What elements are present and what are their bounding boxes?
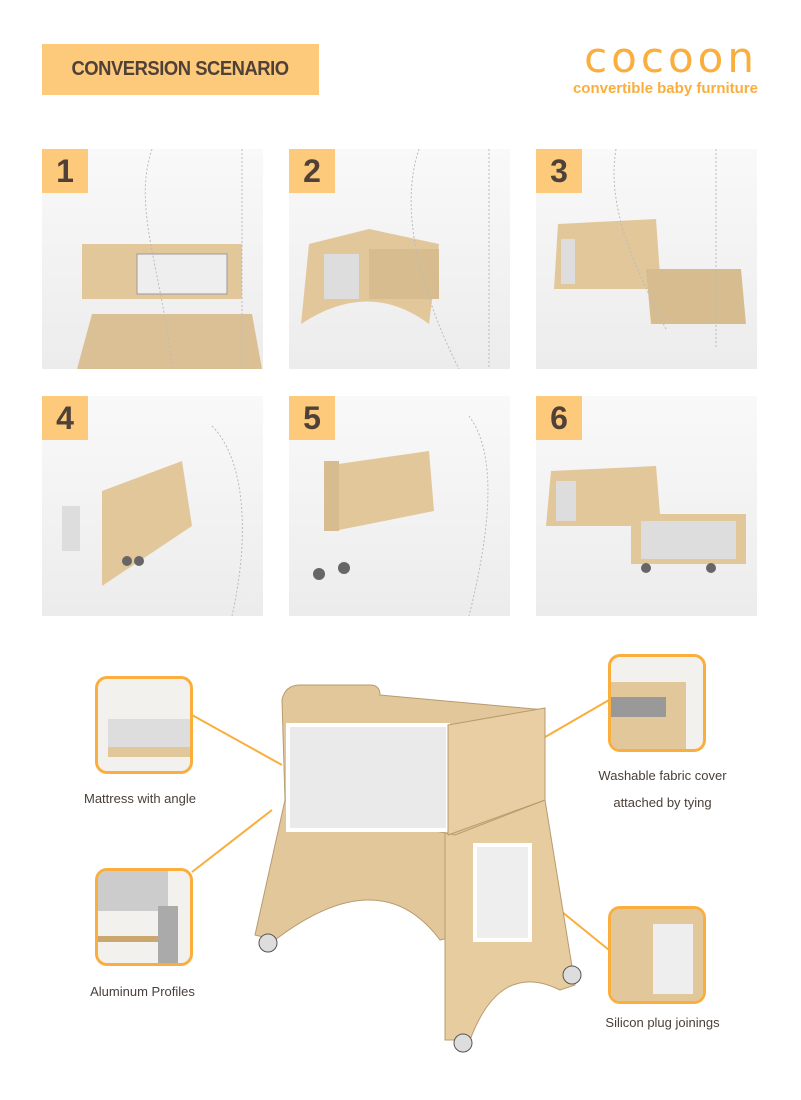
step-panel-3: 3 xyxy=(536,149,757,369)
step-number: 3 xyxy=(536,149,582,193)
feature-label: Aluminum Profiles xyxy=(90,984,195,999)
page-title-text: CONVERSION SCENARIO xyxy=(71,58,290,80)
callout-silicon-plug xyxy=(608,906,706,1004)
step-panel-1: 1 xyxy=(42,149,263,369)
callout-fabric-cover xyxy=(608,654,706,752)
feature-label: Silicon plug joinings xyxy=(605,1015,720,1030)
logo-wordmark: cocoon xyxy=(584,33,758,82)
step-number: 6 xyxy=(536,396,582,440)
page-title: CONVERSION SCENARIO xyxy=(42,44,319,95)
step-panel-5: 5 xyxy=(289,396,510,616)
callout-aluminum xyxy=(95,868,193,966)
product-illustration xyxy=(191,684,610,1053)
feature-label: Washable fabric cover xyxy=(598,768,727,783)
feature-label: attached by tying xyxy=(613,795,712,810)
step-number: 1 xyxy=(42,149,88,193)
callout-mattress xyxy=(95,676,193,774)
step-panel-6: 6 xyxy=(536,396,757,616)
step-number: 4 xyxy=(42,396,88,440)
logo: cocoon convertible baby furniture xyxy=(572,33,758,98)
feature-label: Mattress with angle xyxy=(84,791,196,806)
logo-tagline: convertible baby furniture xyxy=(572,80,758,97)
step-number: 5 xyxy=(289,396,335,440)
step-panel-4: 4 xyxy=(42,396,263,616)
step-panel-2: 2 xyxy=(289,149,510,369)
step-number: 2 xyxy=(289,149,335,193)
